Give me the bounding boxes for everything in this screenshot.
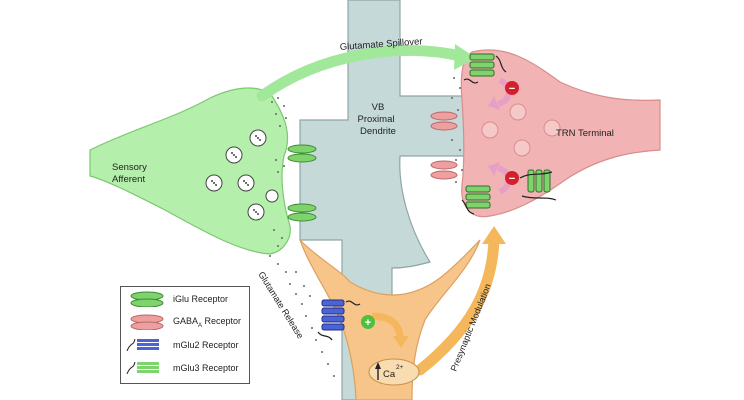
- label-sensory-2: Afferent: [112, 174, 145, 185]
- legend-row-gaba: GABAA Receptor: [125, 313, 241, 331]
- modulation-arrow: [414, 234, 500, 376]
- legend-gaba-label: GABAA Receptor: [173, 315, 242, 329]
- glutamate-dots: [269, 77, 463, 377]
- label-vb-1: VB: [372, 102, 385, 113]
- legend-mglu2-swatch: [125, 337, 169, 353]
- mglu3-squiggles: [461, 55, 557, 215]
- inhibit-marker-upper: [505, 81, 519, 95]
- sensory-afferent: [89, 87, 291, 255]
- inhibit-marker-lower: [505, 171, 519, 185]
- legend-iglu-label: iGlu Receptor: [173, 294, 229, 304]
- excite-sign: +: [365, 317, 371, 329]
- calcium-label: Ca: [383, 369, 396, 380]
- label-vb-2: Proximal: [358, 114, 395, 125]
- mglu2-squiggles: [317, 300, 361, 341]
- trn-pink-arrowhead-upper: [488, 96, 500, 110]
- vb-iglu-receptors: [287, 144, 317, 222]
- legend-mglu3-label: mGlu3 Receptor: [173, 363, 239, 373]
- legend: iGlu Receptor GABAA Receptor mGlu2 Recep…: [120, 286, 250, 384]
- legend-mglu2-label: mGlu2 Receptor: [173, 340, 239, 350]
- legend-row-mglu3: mGlu3 Receptor: [125, 359, 239, 377]
- spillover-arrowhead: [454, 44, 476, 70]
- internal-arrowhead: [393, 336, 409, 348]
- vb-gaba-receptors: [430, 111, 458, 180]
- legend-gaba-swatch: [125, 314, 169, 331]
- label-presynaptic-modulation: Presynaptic Modulation: [449, 282, 493, 372]
- label-sensory-1: Sensory: [112, 162, 147, 173]
- calcium-charge: 2+: [396, 364, 404, 371]
- internal-arrow: [371, 312, 404, 339]
- presynaptic-mglu2: [321, 299, 345, 331]
- label-glutamate-release: Glutamate Release: [256, 270, 305, 341]
- modulation-arrowhead: [482, 226, 506, 244]
- sensory-vesicle-dots: [211, 135, 261, 215]
- spillover-arrow: [256, 44, 466, 102]
- trn-mglu3-right: [527, 169, 551, 193]
- calcium-up-arrowhead: [375, 362, 381, 369]
- legend-mglu3-swatch: [125, 360, 169, 376]
- vb-dendrite: [299, 0, 467, 400]
- excite-marker: [361, 315, 375, 329]
- legend-row-iglu: iGlu Receptor: [125, 290, 228, 308]
- trn-pink-arrowhead-lower: [488, 162, 500, 176]
- calcium-ellipse: [368, 358, 420, 386]
- trn-vesicles: [481, 103, 561, 157]
- trn-mglu3-upper: [469, 53, 495, 77]
- legend-iglu-swatch: [125, 291, 169, 308]
- inhibit-sign-upper: −: [509, 83, 515, 95]
- inhibit-sign-lower: −: [509, 173, 515, 185]
- label-trn-terminal: TRN Terminal: [556, 128, 614, 139]
- trn-mglu3-lower: [465, 185, 491, 209]
- label-vb-3: Dendrite: [360, 126, 396, 137]
- legend-row-mglu2: mGlu2 Receptor: [125, 336, 239, 354]
